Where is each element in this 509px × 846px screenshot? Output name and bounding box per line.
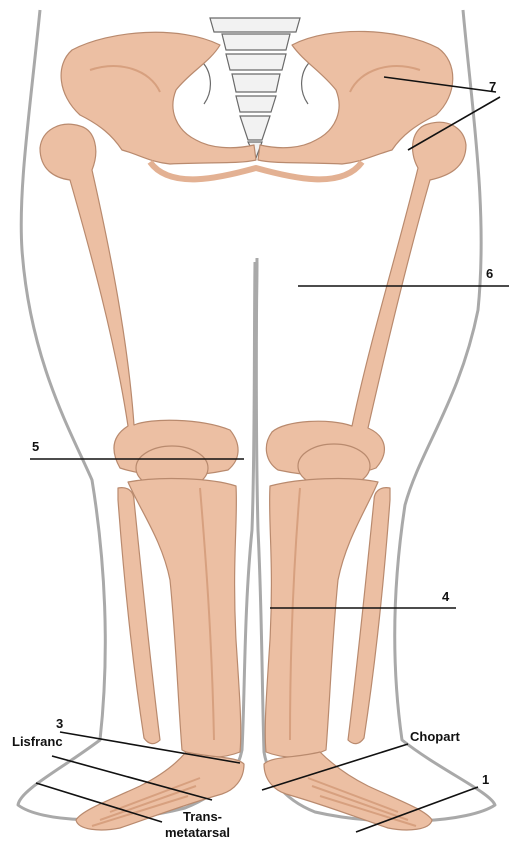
label-lisfranc: Lisfranc — [12, 735, 63, 748]
label-6: 6 — [486, 267, 493, 280]
label-7: 7 — [489, 80, 496, 93]
label-5: 5 — [32, 440, 39, 453]
pelvic-ring — [150, 162, 362, 179]
label-1: 1 — [482, 773, 489, 786]
spine — [200, 18, 312, 158]
label-metatarsal: metatarsal — [165, 826, 230, 839]
label-4: 4 — [442, 590, 449, 603]
label-chopart: Chopart — [410, 730, 460, 743]
label-3: 3 — [56, 717, 63, 730]
label-trans: Trans- — [183, 810, 222, 823]
